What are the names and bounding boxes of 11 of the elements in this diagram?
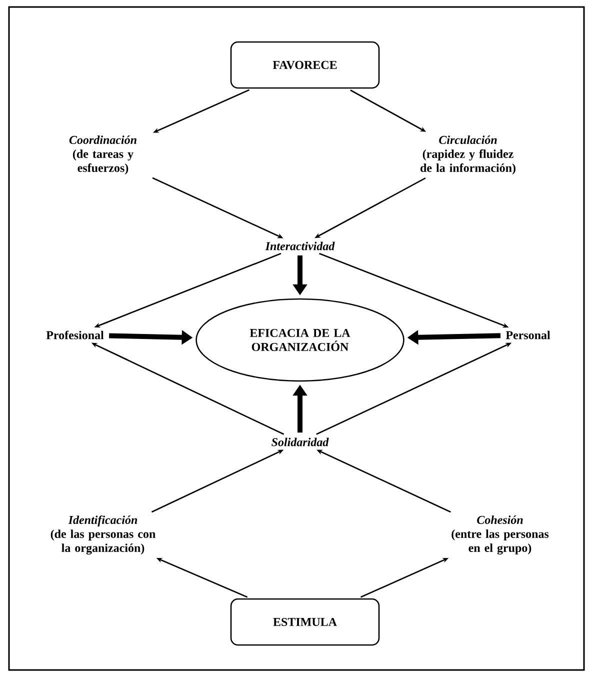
text-label: Solidaridad — [272, 438, 329, 446]
rounded-box: ESTIMULA — [230, 598, 380, 646]
ellipse-node: EFICACIA DE LA ORGANIZACIÓN — [196, 298, 404, 382]
text-label: Identificación (de las personas con la organización) — [50, 515, 156, 555]
text-label: Coordinación (de tareas y esfuerzos) — [69, 136, 136, 174]
text-label: Personal — [506, 330, 550, 340]
text-label: Cohesión (entre las personas en el grupo) — [452, 516, 549, 554]
text-label: Circulación (rapidez y fluidez de la información) — [420, 136, 516, 174]
text-label: Interactividad — [265, 242, 335, 250]
rounded-box: FAVORECE — [230, 41, 380, 89]
text-label: Profesional — [46, 330, 104, 340]
